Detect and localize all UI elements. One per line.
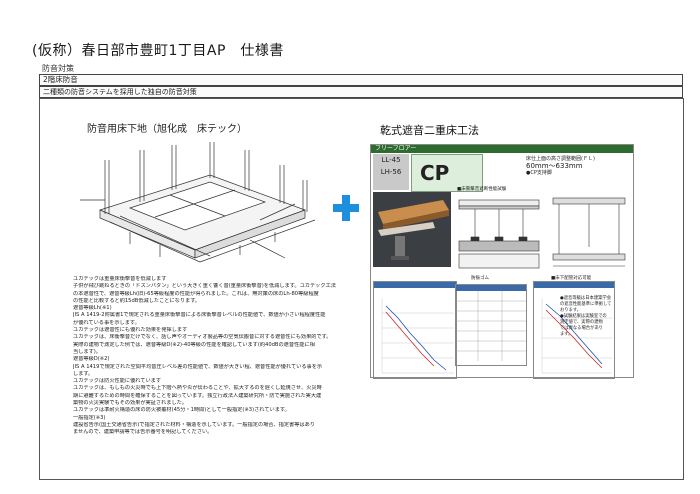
text-line: の本遮音性で、遮音等級Lh(旧)-65等級程度の性能が得られました。これは、無対…: [73, 290, 319, 297]
right-heading: 乾式遮音二重床工法: [380, 124, 479, 137]
performance-graph-1: [373, 281, 457, 379]
spec-line: ●CP支持脚: [526, 170, 552, 176]
text-line: ユカテックは準耐火構造の床の防火被覆材(45分・1時間)として一般指定(※3)さ…: [73, 407, 290, 414]
description-bar: 二種類の防音システムを採用した独自の防音対策: [39, 86, 683, 98]
product-code-box: CP: [411, 154, 483, 192]
text-line: 遮音等級Lh(※1): [73, 305, 112, 312]
page-title: (仮称）春日部市豊町1丁目AP 仕様書: [32, 43, 284, 59]
text-line: ユカテックは重量床衝撃音を低減します: [73, 276, 167, 282]
note-line: ●試験結果は実験室での: [560, 314, 607, 319]
note-line: ●遮音等級は日本建築学会: [560, 296, 612, 301]
text-line: JIS A 1419-2附属書1で規定される重量床衝撃音による床衝撃音レベルの性…: [73, 312, 326, 319]
product-code: CP: [420, 161, 450, 185]
text-line: の性能と比較すると約15dB低減したことになります。: [73, 297, 201, 304]
floor-framing-diagram: [80, 142, 316, 263]
rating-badge: LL-45 LH-56: [373, 154, 409, 190]
catalog-label: ■床下配管対応可能: [551, 276, 592, 281]
text-line: 子供が飛び跳ねるときの「ドスンバタン」という大きく重く響く音(重量床衝撃音)を低…: [73, 283, 336, 290]
text-line: が優れている事を示します。: [73, 319, 140, 326]
left-heading: 防音用床下地（旭化成 床テック）: [87, 124, 247, 135]
note-line: の遮音性能基準に準拠して: [560, 302, 612, 307]
table-header: [456, 285, 526, 291]
text-line: 実際の建物で測定した例では、遮音等級D(※2)-40等級の性能を確認しています(…: [73, 341, 315, 348]
note-line: ます。: [560, 332, 573, 337]
text-line: JIS A 1419で規定された空間平均音圧レベル差の性能値で、数値が大きい程、…: [73, 363, 323, 370]
catalog-label: 防振ゴム: [471, 276, 489, 281]
performance-graph-2: [533, 281, 615, 379]
graph-header: [534, 282, 614, 288]
text-line: ませんので、建築申請等では告示番号を明記してください。: [73, 429, 213, 436]
text-line: 一般指定(※3): [73, 414, 106, 421]
catalog-brand: フリーフロアー: [375, 145, 417, 152]
page-subtitle: 防音対策: [42, 64, 74, 73]
note-line: 測定値で、実際の建物: [560, 320, 603, 325]
section-drawing-b: [552, 197, 626, 267]
note-line: おります。: [560, 308, 582, 313]
content-frame: [39, 98, 684, 480]
rating-ll: LL-45: [381, 156, 401, 164]
floor-panel-photo: [373, 192, 451, 267]
section-description: 二種類の防音システムを採用した独自の防音対策: [43, 88, 197, 96]
text-line: ユカテックは防火性能に優れています: [73, 378, 162, 385]
text-line: ユカテックは、もしもの火災時でも上下階へ熱や炎が伝わることや、拡大するのを遅くし…: [73, 385, 322, 392]
catalog-band: フリーフロアー: [371, 145, 633, 153]
graph-plot: [541, 298, 612, 374]
left-body-text: ユカテックは重量床衝撃音を低減します 子供が飛び跳ねるときの「ドスンバタン」とい…: [73, 276, 358, 437]
text-line: 期に避難するための時間を確保することを図っています。独立行政法人建築研究所・防で…: [73, 392, 322, 399]
graph-plot: [381, 298, 454, 374]
text-line: 当します)。: [73, 348, 101, 355]
text-line: 建設省告示(国土交通省告示)で指定された材料・構造を示しています。一般指定の場合…: [73, 421, 315, 428]
section-bar: 2階床防音: [39, 74, 683, 86]
spec-line: 床仕上面の高さ調整範囲(ＦＬ): [526, 156, 595, 162]
spec-line: 60mm～633mm: [526, 162, 583, 170]
text-line: ユカテックは遮音性にも優れた効果を発揮します: [73, 327, 188, 334]
catalog-spec: 床仕上面の高さ調整範囲(ＦＬ) 60mm～633mm ●CP支持脚: [526, 156, 595, 177]
section-drawing-a: [458, 199, 540, 269]
plus-icon: [333, 195, 359, 221]
section-label: 2階床防音: [43, 75, 78, 84]
right-note: ●遮音等級は日本建築学会 の遮音性能基準に準拠して おります。 ●試験結果は実験…: [560, 296, 630, 338]
catalog-label: ■床衝撃音遮断性能試験: [457, 187, 507, 192]
frequency-table: [455, 284, 527, 366]
note-line: では異なる場合があり: [560, 326, 603, 331]
rating-lh: LH-56: [380, 168, 402, 176]
table-grid: [456, 291, 526, 361]
text-line: します。: [73, 370, 94, 377]
text-line: 遮音等級D(※2): [73, 356, 110, 363]
text-line: ユカテックは、床衝撃音だけでなく、話し声やオーディオ製品等の空気伝搬音に対する遮…: [73, 334, 332, 341]
text-line: 築物の火災実験でもその効果が実証されました。: [73, 400, 188, 407]
graph-header: [374, 282, 456, 288]
